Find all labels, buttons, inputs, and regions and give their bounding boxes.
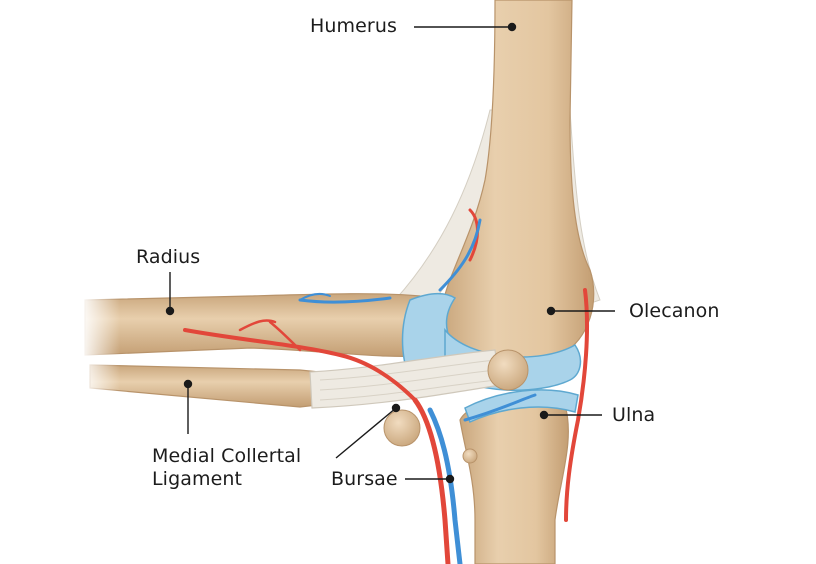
- ligament-label-line2: Ligament: [152, 467, 243, 490]
- medial-collateral-ligament: [309, 349, 501, 409]
- fade-overlay: [80, 290, 120, 410]
- radius-bone: [84, 293, 431, 357]
- bursae-leader-lower-dot: [445, 474, 455, 484]
- ligament-label-line1: Medial Collertal: [152, 445, 302, 467]
- ulna-label: Ulna: [612, 404, 656, 426]
- leader-lines: [165, 22, 615, 484]
- humerus-bone: [441, 0, 595, 361]
- humerus-leader-dot: [507, 22, 517, 32]
- olecanon-label: Olecanon: [629, 300, 720, 322]
- humerus-label: Humerus: [310, 15, 397, 37]
- radius-leader-dot: [165, 306, 175, 316]
- lower-forearm-bone: [89, 364, 321, 408]
- ulna-leader-dot: [539, 410, 549, 420]
- bursae-sacs: [383, 349, 529, 464]
- olecanon-leader-dot: [546, 306, 556, 316]
- bursae-leader-upper: [335, 407, 397, 459]
- medial-collateral-ligament-label: Medial Collertal Ligament: [152, 445, 332, 491]
- veins: [298, 218, 537, 564]
- bursae-label: Bursae: [331, 468, 398, 490]
- ulna-bone: [459, 399, 569, 564]
- radius-label: Radius: [136, 246, 201, 268]
- arteries: [183, 208, 589, 564]
- ligament-leader-dot: [183, 379, 193, 389]
- bursae-leader-upper-dot: [391, 403, 401, 413]
